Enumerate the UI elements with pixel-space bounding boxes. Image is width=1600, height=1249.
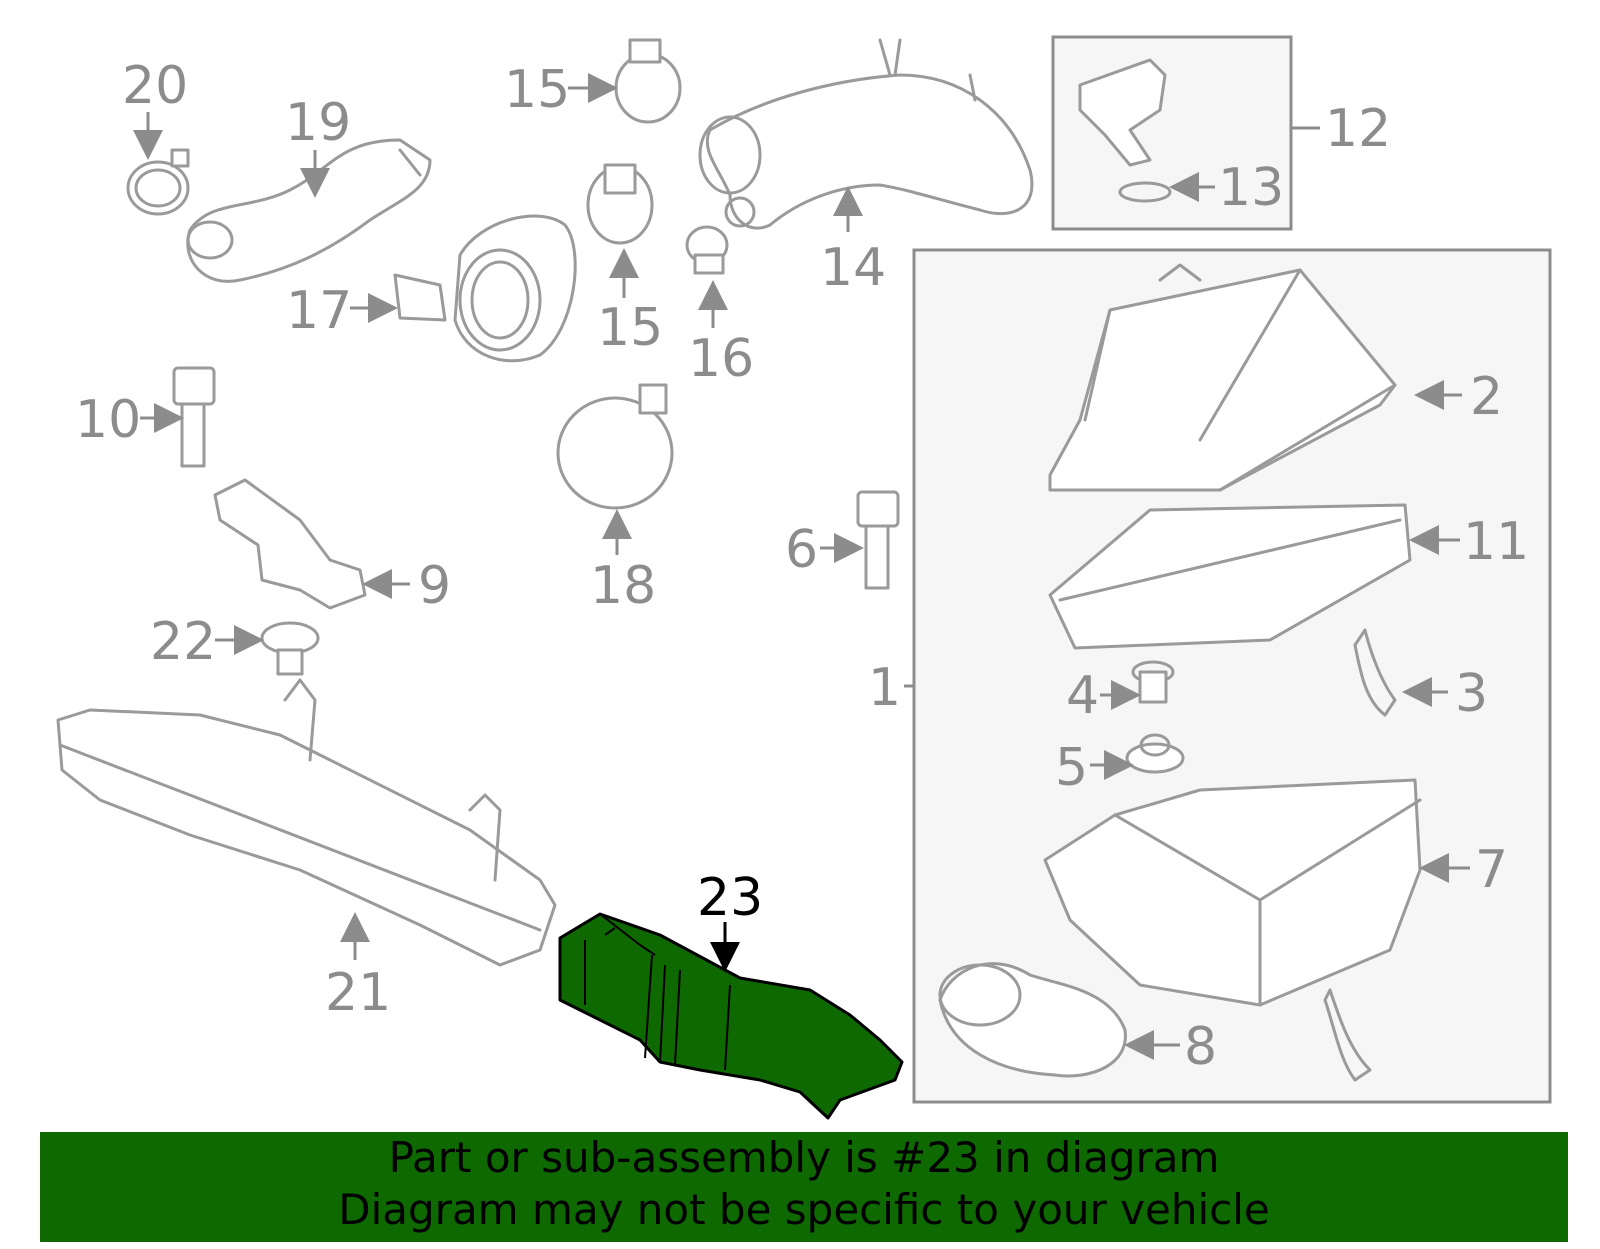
info-banner: Part or sub-assembly is #23 in diagram D… (40, 1132, 1568, 1242)
part-22-clip (260, 621, 320, 676)
callout-3: 3 (1455, 664, 1488, 724)
callout-17: 17 (286, 281, 352, 341)
callout-16: 16 (688, 329, 754, 389)
callout-8: 8 (1184, 1017, 1217, 1077)
banner-line-1: Part or sub-assembly is #23 in diagram (388, 1133, 1220, 1182)
part-15b-clamp (586, 163, 654, 245)
part-17-tube (393, 214, 577, 363)
banner-line-2: Diagram may not be specific to your vehi… (338, 1185, 1270, 1234)
callout-7: 7 (1475, 840, 1508, 900)
part-11-filter (1048, 503, 1412, 650)
part-2-cover (1048, 263, 1397, 492)
part-4-grommet (1131, 660, 1175, 704)
callout-12: 12 (1325, 99, 1391, 159)
callout-2: 2 (1470, 367, 1503, 427)
part-21-duct (56, 678, 557, 967)
part-3-bracket (1353, 628, 1397, 717)
part-23-hose-highlighted (558, 912, 904, 1120)
callout-11: 11 (1463, 512, 1529, 572)
part-14-hose (698, 38, 1034, 230)
part-7-housing (1043, 778, 1422, 1007)
callout-13: 13 (1218, 158, 1284, 218)
part-6-bolt (856, 490, 900, 590)
callout-19: 19 (285, 93, 351, 153)
part-10-bolt (172, 366, 216, 468)
callout-6: 6 (785, 520, 818, 580)
callout-23: 23 (697, 868, 763, 928)
callout-5: 5 (1055, 738, 1088, 798)
callout-21: 21 (325, 963, 391, 1023)
callout-4: 4 (1066, 666, 1099, 726)
part-19-hose (186, 138, 432, 283)
callout-15b: 15 (597, 298, 663, 358)
callout-22: 22 (150, 612, 216, 672)
part-7-bracket (1323, 988, 1372, 1082)
part-16-clip (685, 225, 729, 275)
part-20-clamp (126, 148, 190, 216)
callout-14: 14 (820, 238, 886, 298)
callout-1: 1 (868, 658, 901, 718)
part-18-clamp (556, 383, 674, 510)
part-15a-clamp (614, 38, 682, 124)
callout-10: 10 (75, 390, 141, 450)
callout-15a: 15 (504, 60, 570, 120)
callout-20: 20 (122, 56, 188, 116)
part-12-sensor (1078, 58, 1167, 167)
callout-9: 9 (418, 556, 451, 616)
part-9-bracket (213, 478, 367, 610)
callout-18: 18 (590, 556, 656, 616)
